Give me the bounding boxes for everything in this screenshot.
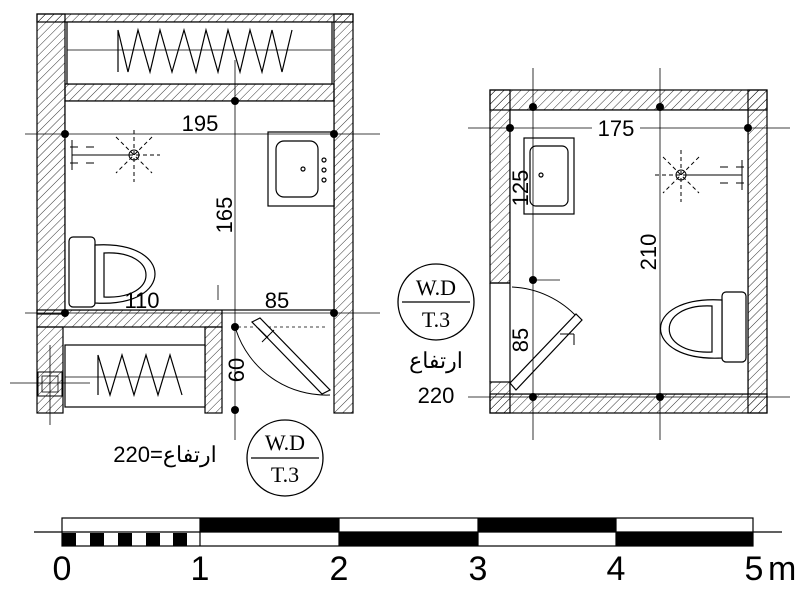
left-wall-west — [36, 13, 66, 315]
left-height-dim: 165 — [212, 197, 237, 234]
right-height-label: ارتفاع — [409, 348, 463, 374]
scale-label-0: 0 — [53, 550, 72, 588]
closet-hangers-icon — [117, 27, 293, 75]
right-shower-head-icon — [655, 150, 744, 202]
left-wall-north — [36, 13, 354, 23]
right-basin-icon — [523, 137, 575, 215]
scale-unit: m — [768, 550, 796, 588]
right-bathroom-plan — [468, 68, 790, 440]
left-bathroom-plan — [10, 13, 380, 440]
right-door-icon — [509, 286, 583, 391]
left-wall-lower-east — [204, 326, 223, 414]
left-wall-mid — [64, 83, 335, 102]
left-door-tag: W.D T.3 — [246, 419, 324, 497]
scale-bar-labels: 0 1 2 3 4 5 m — [53, 550, 797, 588]
right-door-tag-top: W.D — [416, 275, 456, 300]
left-toilet-icon — [68, 236, 156, 308]
left-upper-closet — [66, 21, 333, 85]
right-height-dim: 210 — [636, 234, 661, 271]
scale-bar — [34, 517, 782, 547]
right-door-tag: W.D T.3 — [397, 263, 475, 341]
scale-label-5: 5 — [745, 550, 764, 588]
scale-label-1: 1 — [191, 550, 210, 588]
left-lower-closet — [64, 344, 206, 408]
left-wc-dim: 110 — [124, 288, 159, 313]
left-door-width-dim: 60 — [224, 358, 249, 382]
right-toilet-icon — [659, 291, 747, 363]
right-width-dim: 175 — [598, 116, 635, 141]
left-door-icon — [232, 317, 332, 396]
left-door-tag-top: W.D — [265, 430, 305, 455]
left-door-tag-bottom: T.3 — [271, 462, 299, 487]
lower-closet-hangers-icon — [97, 352, 183, 398]
left-wall-east — [333, 13, 354, 414]
left-width-dim: 195 — [182, 111, 219, 136]
scale-label-3: 3 — [469, 550, 488, 588]
right-door-width-dim: 85 — [508, 328, 533, 352]
left-door-gap-dim: 85 — [265, 288, 289, 313]
right-wall-west-lower — [489, 381, 511, 414]
scale-label-4: 4 — [607, 550, 626, 588]
scale-label-2: 2 — [330, 550, 349, 588]
right-height-value: 220 — [418, 383, 455, 408]
left-shower-head-icon — [70, 130, 160, 182]
right-wall-east — [747, 89, 768, 414]
right-door-tag-bottom: T.3 — [422, 307, 450, 332]
right-basin-dim: 125 — [508, 170, 533, 207]
left-height-note: ارتفاع=220 — [113, 442, 216, 468]
right-wall-west-upper — [489, 89, 511, 284]
